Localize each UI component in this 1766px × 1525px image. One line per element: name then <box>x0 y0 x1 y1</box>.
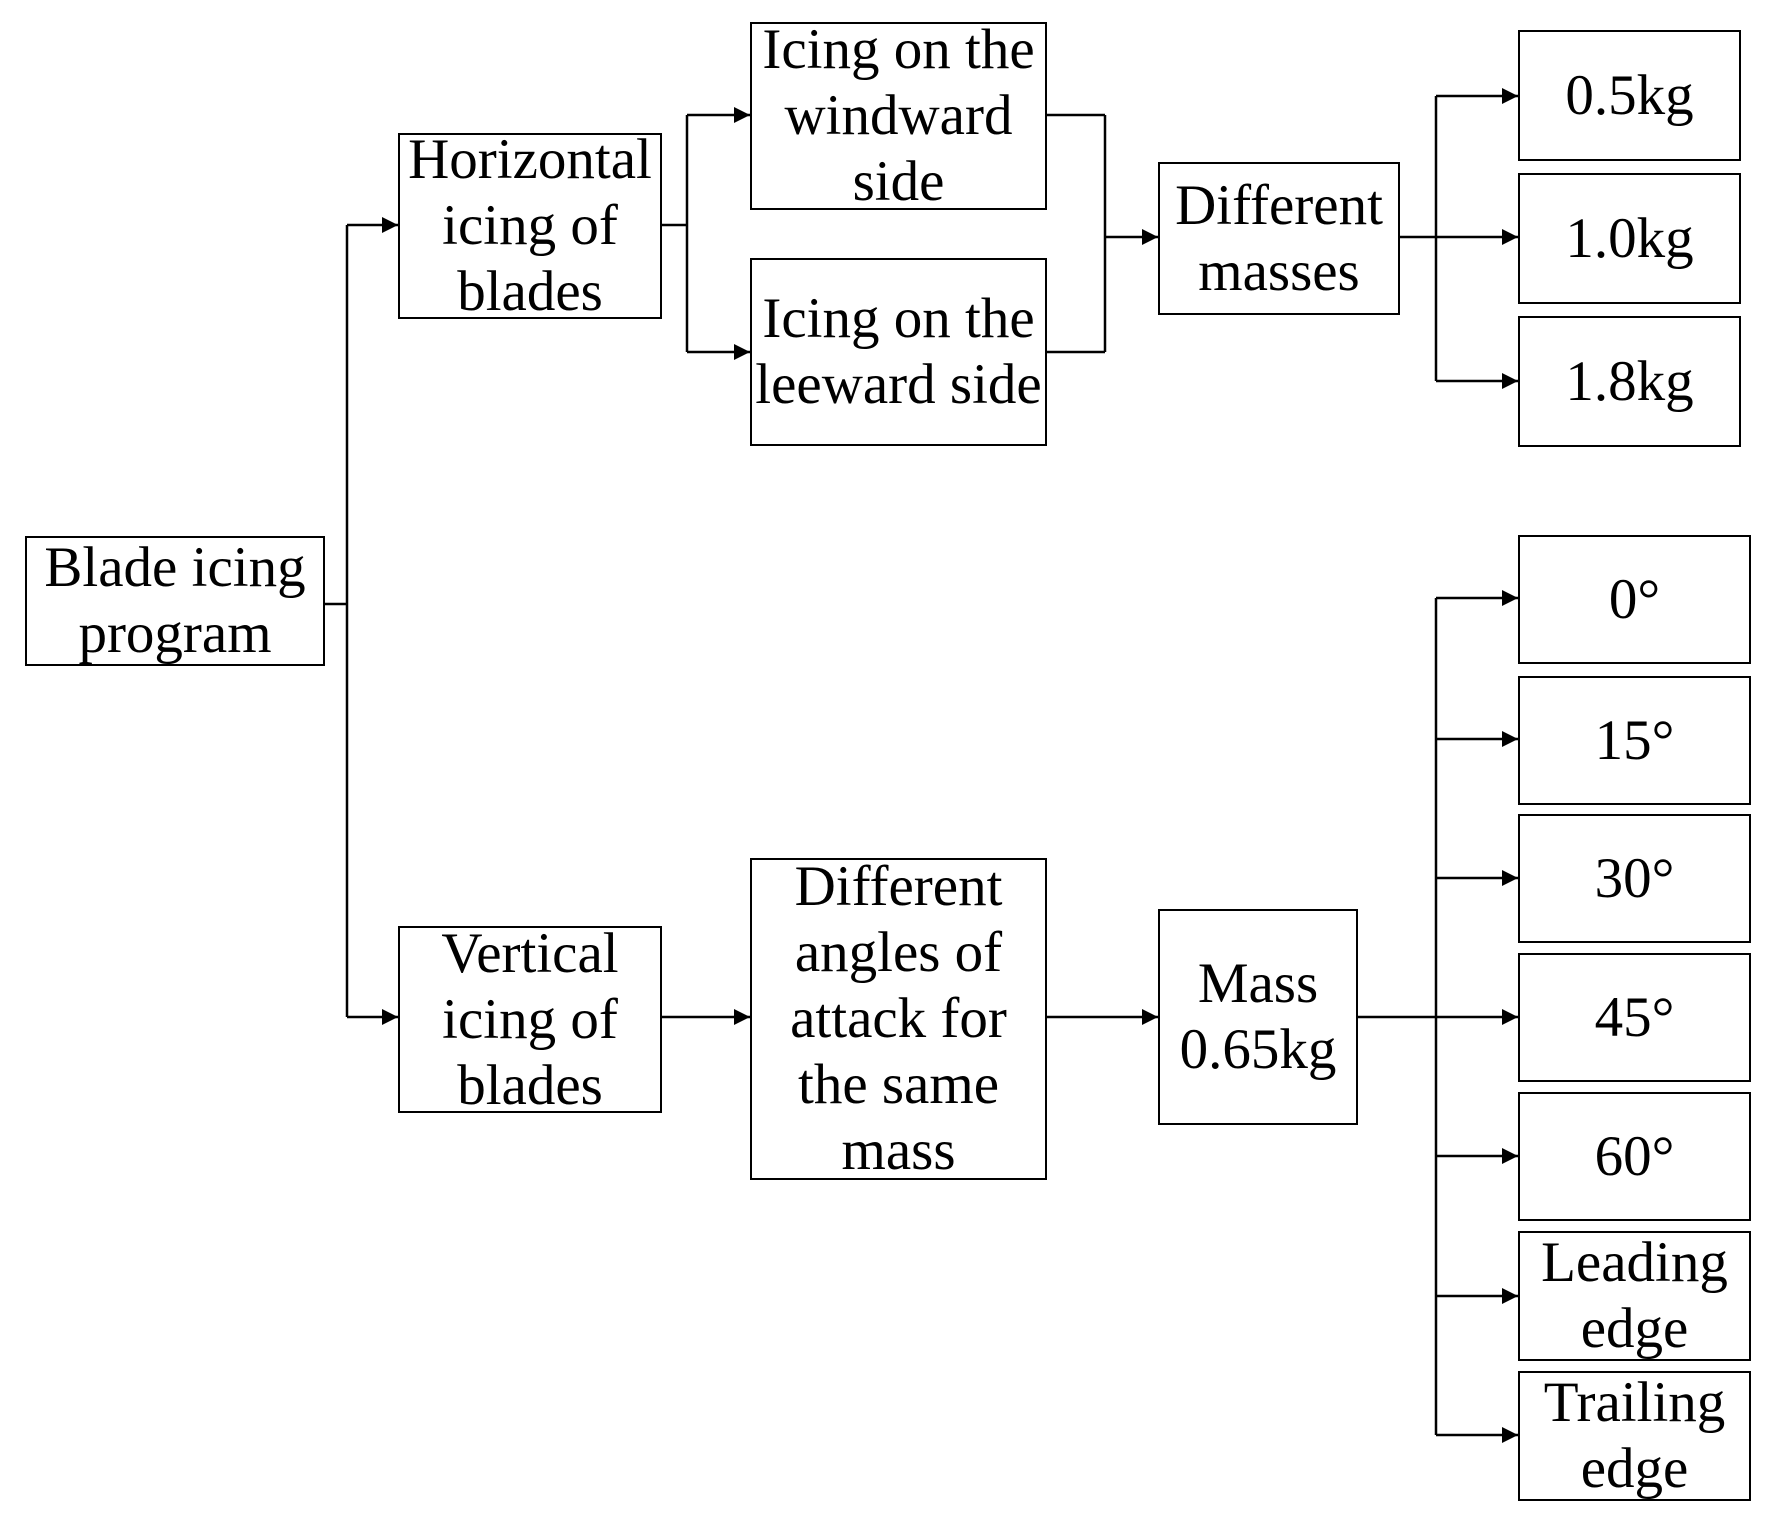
node-vertical-icing: Vertical icing of blades <box>398 922 662 1117</box>
node-label: Leading edge <box>1541 1231 1728 1360</box>
node-angle-15: 15° <box>1518 676 1751 805</box>
node-label: Horizontal icing of blades <box>408 128 652 323</box>
node-label: 60° <box>1594 1124 1675 1188</box>
edge-horizontal-trunk <box>662 115 689 352</box>
edge-masses-trunk <box>1400 96 1438 381</box>
node-label: Trailing edge <box>1543 1371 1726 1500</box>
node-mass-1-0kg: 1.0kg <box>1518 173 1741 304</box>
edge-root-trunk <box>325 225 349 1017</box>
node-angle-0: 0° <box>1518 535 1751 664</box>
node-leeward-side: Icing on the leeward side <box>750 258 1047 446</box>
node-trailing-edge: Trailing edge <box>1518 1371 1751 1501</box>
node-angle-45: 45° <box>1518 953 1751 1082</box>
node-horizontal-icing: Horizontal icing of blades <box>398 128 662 323</box>
node-label: 45° <box>1594 985 1675 1049</box>
node-label: 1.0kg <box>1565 206 1694 270</box>
node-label: Different angles of attack for the same … <box>790 855 1007 1182</box>
node-different-masses: Different masses <box>1158 162 1400 315</box>
node-label: Mass 0.65kg <box>1179 952 1337 1081</box>
node-label: 0° <box>1608 567 1661 631</box>
node-label: Different masses <box>1175 173 1383 303</box>
node-mass-0-5kg: 0.5kg <box>1518 30 1741 161</box>
node-label: Blade icing program <box>44 536 306 665</box>
node-label: Icing on the windward side <box>762 18 1035 213</box>
node-label: 30° <box>1594 846 1675 910</box>
edge-sides-merge <box>1047 113 1107 354</box>
node-angle-60: 60° <box>1518 1092 1751 1221</box>
node-label: Icing on the leeward side <box>755 287 1042 416</box>
node-label: 0.5kg <box>1565 63 1694 127</box>
edge-mass065-trunk <box>1358 598 1438 1435</box>
node-windward-side: Icing on the windward side <box>750 18 1047 213</box>
node-label: 1.8kg <box>1565 349 1694 413</box>
node-mass-1-8kg: 1.8kg <box>1518 316 1741 447</box>
node-label: 15° <box>1594 708 1675 772</box>
node-mass-0-65kg: Mass 0.65kg <box>1158 909 1358 1125</box>
node-different-angles: Different angles of attack for the same … <box>750 855 1047 1182</box>
node-leading-edge: Leading edge <box>1518 1231 1751 1361</box>
node-angle-30: 30° <box>1518 814 1751 943</box>
node-label: Vertical icing of blades <box>441 921 619 1117</box>
node-blade-icing-program: Blade icing program <box>25 536 325 666</box>
